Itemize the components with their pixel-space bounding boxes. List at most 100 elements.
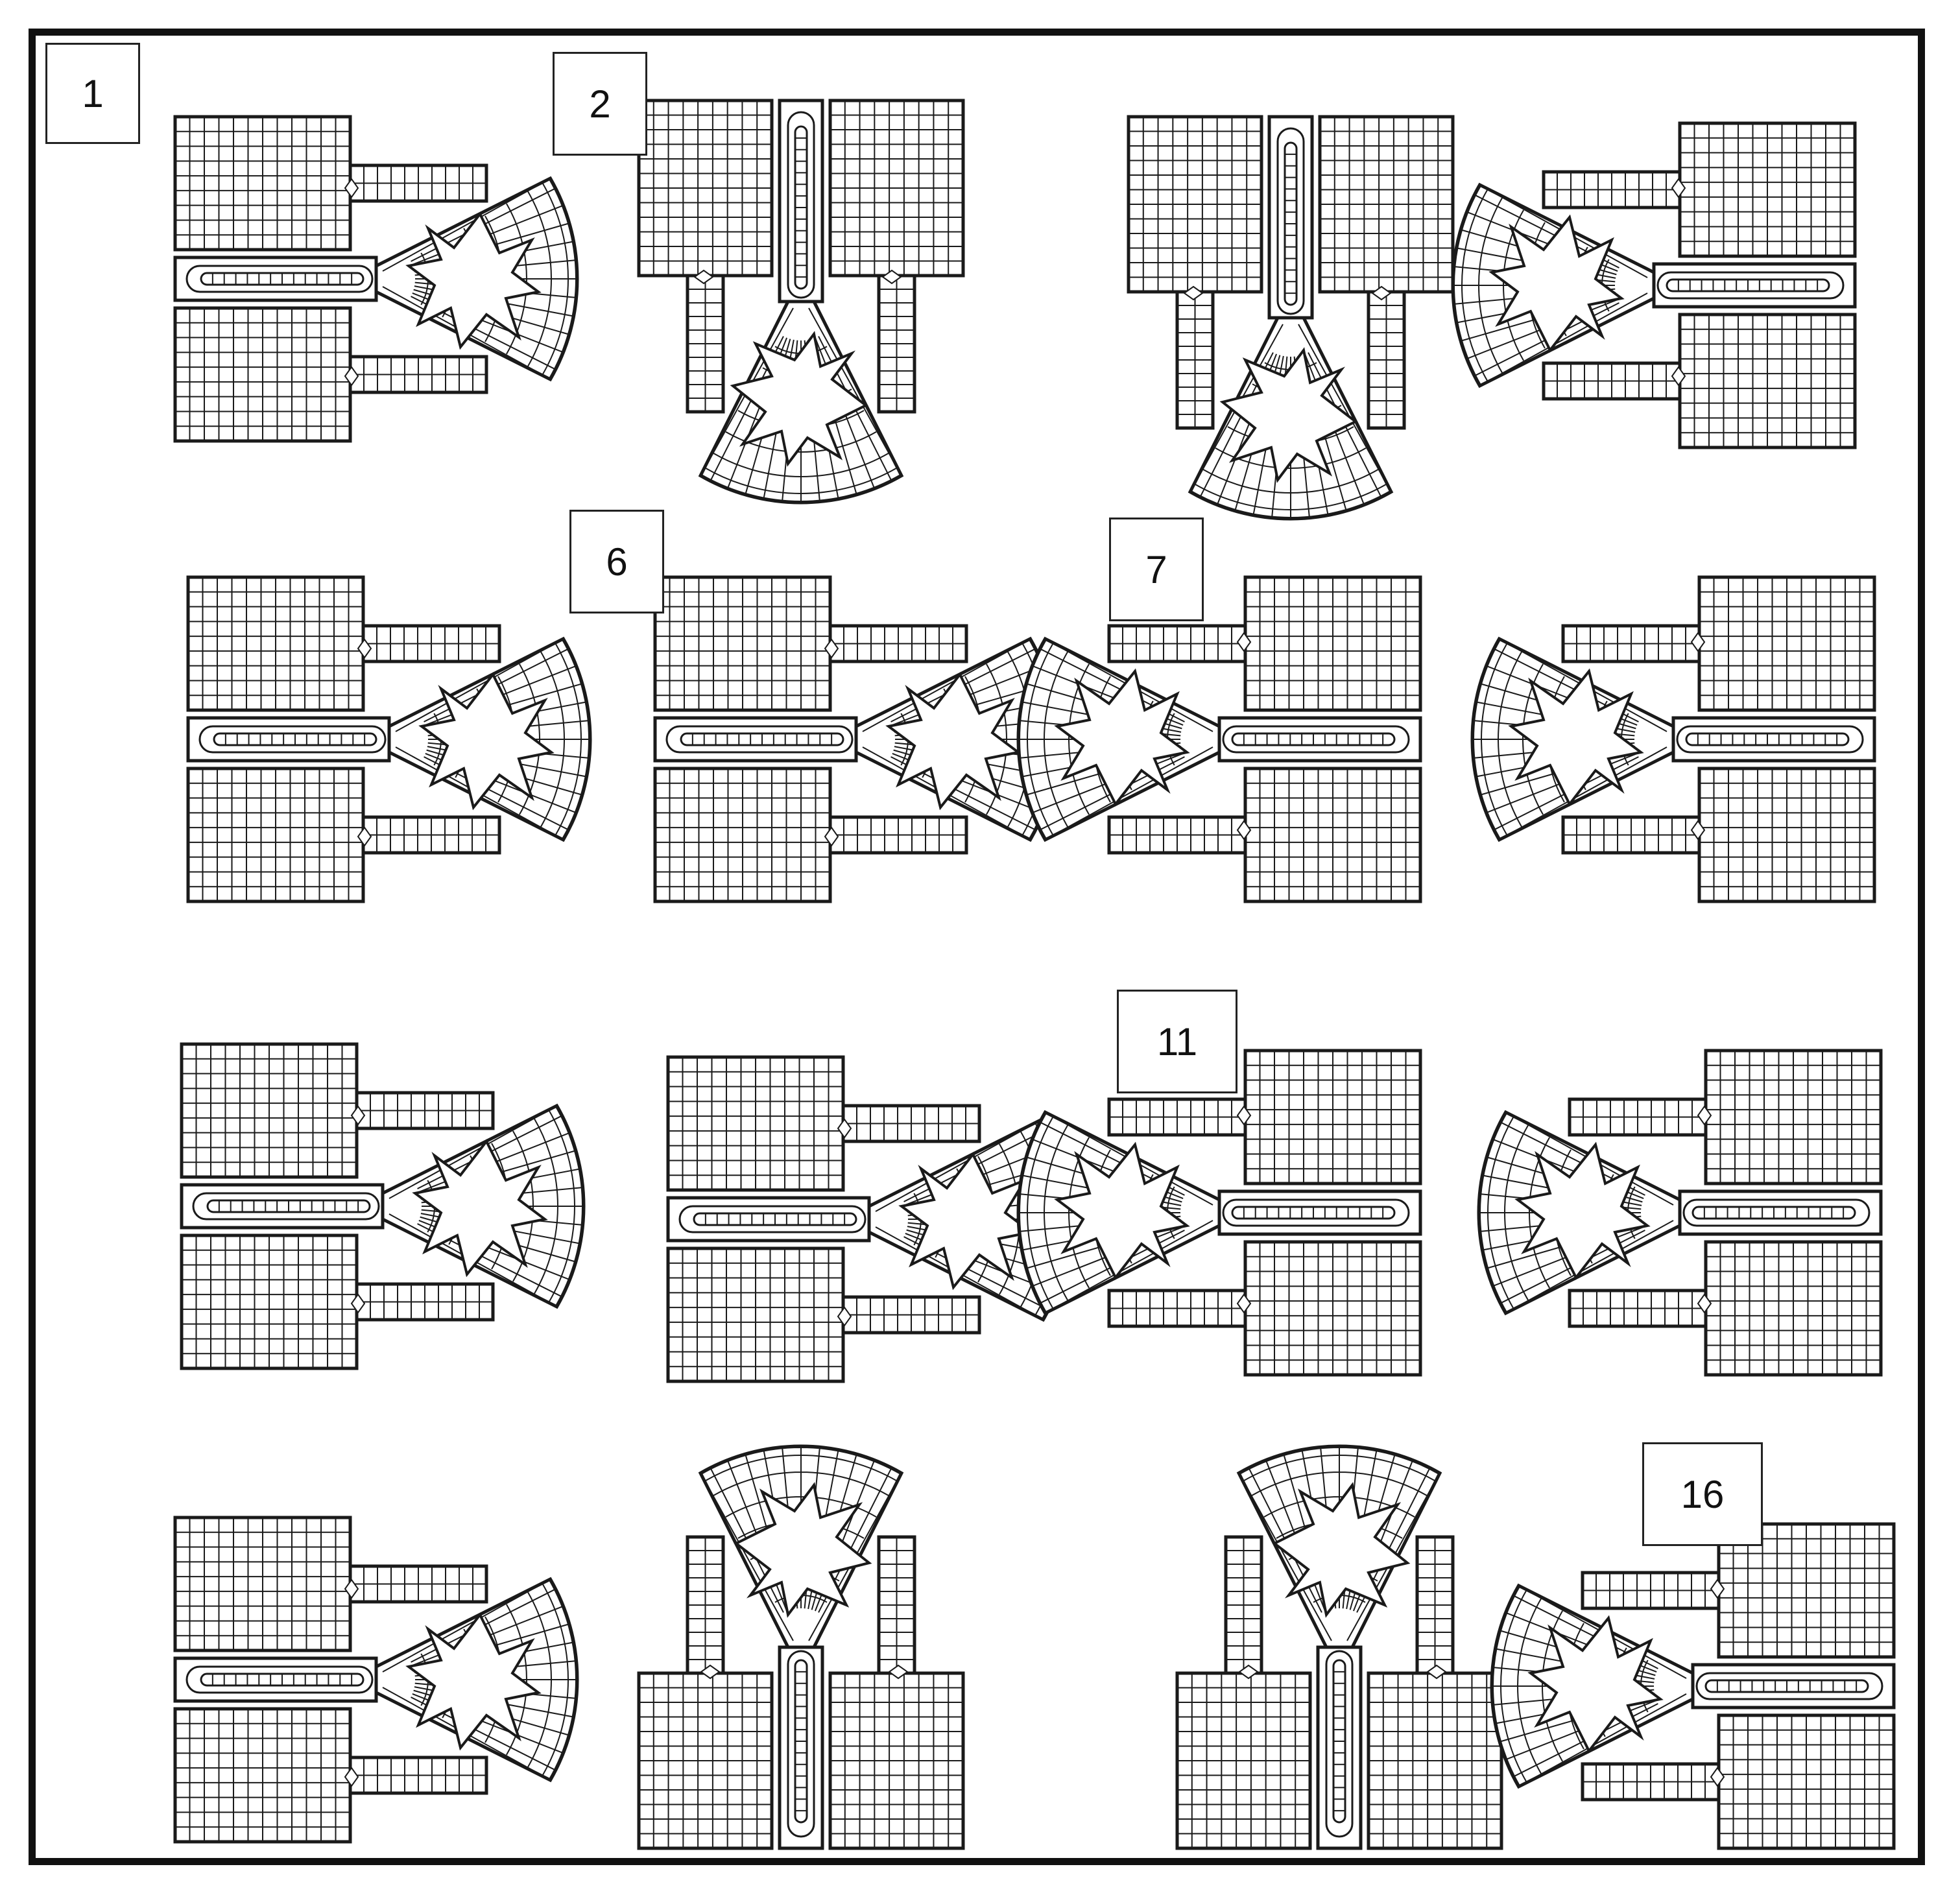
center-beam xyxy=(173,1656,378,1703)
panel-label-text: 2 xyxy=(589,82,611,126)
panel-2 xyxy=(637,99,965,505)
mesh-diamond xyxy=(344,1578,359,1599)
center-beam xyxy=(173,256,378,302)
panel-label-7: 7 xyxy=(1109,518,1204,621)
fractal-cutout xyxy=(1272,1482,1411,1618)
lower-pad xyxy=(186,767,365,903)
fan-head xyxy=(1451,182,1656,388)
lower-pad xyxy=(653,767,832,903)
panel-label-text: 16 xyxy=(1680,1472,1725,1516)
lower-pad xyxy=(173,1707,352,1844)
lower-pad xyxy=(1678,121,1857,258)
fan-head xyxy=(1236,1444,1442,1649)
upper-arm xyxy=(877,274,916,414)
lower-pad xyxy=(180,1233,359,1370)
lower-pad xyxy=(1127,115,1263,294)
panel-11 xyxy=(1016,1049,1422,1377)
center-beam xyxy=(666,1196,871,1243)
mesh-diamond xyxy=(1426,1664,1447,1680)
panel-label-2: 2 xyxy=(553,52,647,156)
lower-arm xyxy=(828,815,968,855)
fan-head xyxy=(698,300,904,505)
upper-arm xyxy=(841,1104,981,1143)
mesh-diamond xyxy=(344,366,359,387)
fractal-cutout xyxy=(1219,347,1358,483)
panel-label-11: 11 xyxy=(1117,990,1237,1093)
upper-arm xyxy=(1367,290,1406,430)
fan-head xyxy=(374,176,579,382)
panel-13 xyxy=(173,1516,579,1844)
center-beam xyxy=(1671,716,1876,763)
center-beam xyxy=(1316,1645,1363,1850)
center-beam xyxy=(1217,716,1422,763)
mesh-diamond xyxy=(693,269,714,285)
fractal-cutout xyxy=(730,331,868,467)
lower-arm xyxy=(348,1756,488,1795)
upper-arm xyxy=(1542,361,1682,401)
mesh-diamond xyxy=(837,1118,852,1139)
fan-head xyxy=(387,636,592,842)
lower-arm xyxy=(1107,624,1247,663)
panel-8 xyxy=(1470,575,1876,903)
upper-arm xyxy=(1568,1289,1708,1328)
panel-1 xyxy=(173,115,579,443)
mesh-diamond xyxy=(357,826,372,847)
mesh-diamond xyxy=(1236,632,1252,652)
upper-pad xyxy=(173,1516,352,1652)
mesh-diamond xyxy=(824,826,839,847)
upper-pad xyxy=(637,1671,774,1850)
panel-6 xyxy=(653,575,1059,903)
center-beam xyxy=(653,716,858,763)
lower-arm xyxy=(1542,170,1682,209)
fan-head xyxy=(1477,1110,1682,1316)
upper-arm xyxy=(355,1091,495,1130)
lower-pad xyxy=(173,306,352,443)
fractal-cutout xyxy=(1514,1141,1651,1280)
panel-7 xyxy=(1016,575,1422,903)
fractal-cutout xyxy=(1508,668,1644,807)
mesh-diamond xyxy=(350,1293,366,1314)
fractal-cutout xyxy=(1054,1141,1190,1280)
upper-arm xyxy=(686,1535,725,1675)
mesh-diamond xyxy=(344,178,359,198)
lower-pad xyxy=(666,1246,845,1383)
fractal-cutout xyxy=(405,1612,542,1751)
upper-pad xyxy=(1697,767,1876,903)
fan-head xyxy=(1490,1583,1695,1789)
upper-pad xyxy=(186,575,365,712)
fractal-cutout xyxy=(405,211,542,350)
center-beam xyxy=(778,99,824,304)
panel-label-text: 7 xyxy=(1145,547,1167,591)
lower-arm xyxy=(348,355,488,394)
upper-pad xyxy=(666,1055,845,1192)
lower-pad xyxy=(1367,1671,1503,1850)
mesh-diamond xyxy=(1690,820,1706,840)
lower-pad xyxy=(1697,575,1876,712)
fan-head xyxy=(698,1444,904,1649)
fractal-cutout xyxy=(418,672,555,811)
upper-pad xyxy=(1704,1240,1883,1377)
panel-label-text: 1 xyxy=(82,71,104,115)
panel-9 xyxy=(180,1042,586,1370)
mesh-diamond xyxy=(1371,285,1392,301)
upper-arm xyxy=(1107,1289,1247,1328)
upper-arm xyxy=(348,1564,488,1604)
mesh-diamond xyxy=(1697,1293,1712,1314)
upper-pad xyxy=(653,575,832,712)
fan-head xyxy=(1470,636,1675,842)
mesh-diamond xyxy=(1671,366,1686,387)
panel-label-text: 6 xyxy=(606,540,628,584)
center-beam xyxy=(1217,1189,1422,1236)
lower-arm xyxy=(1175,290,1215,430)
lower-pad xyxy=(1704,1049,1883,1185)
mesh-diamond xyxy=(1236,1105,1252,1126)
upper-pad xyxy=(1175,1671,1312,1850)
fractal-cutout xyxy=(1054,668,1190,807)
fan-head xyxy=(1016,636,1221,842)
mesh-diamond xyxy=(1710,1767,1725,1787)
mesh-diamond xyxy=(1236,1293,1252,1314)
upper-arm xyxy=(1561,815,1701,855)
fractal-cutout xyxy=(412,1139,548,1278)
mesh-diamond xyxy=(837,1306,852,1327)
